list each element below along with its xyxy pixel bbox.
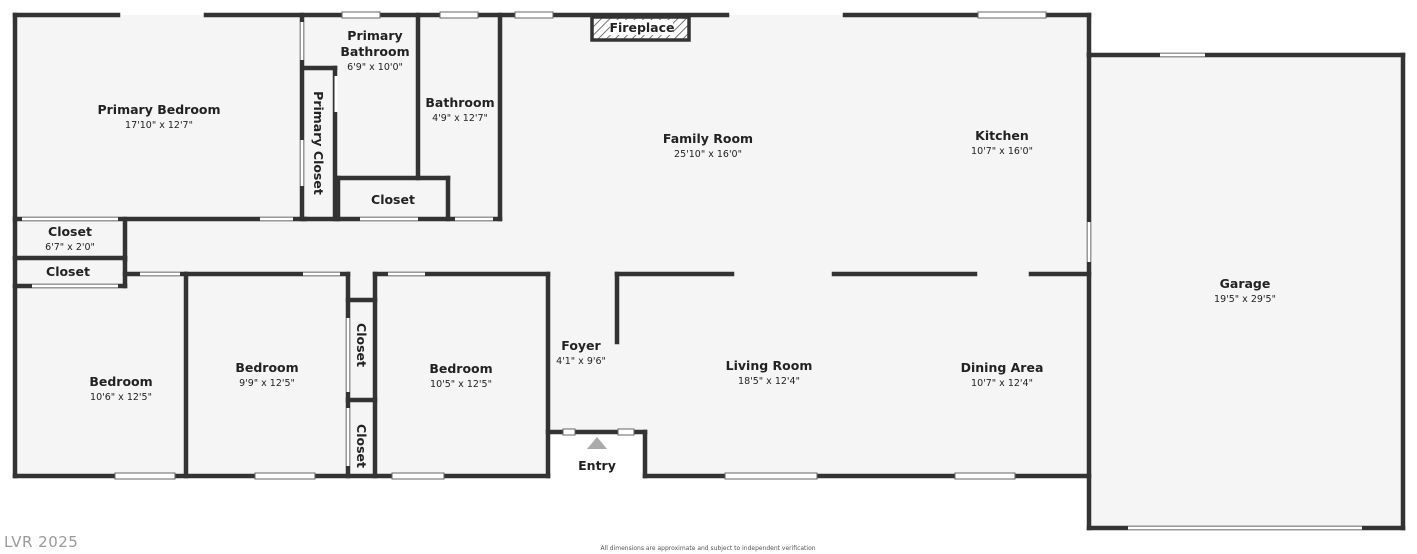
room-name-bedroom-1: Bedroom <box>89 374 152 389</box>
room-name-primary-bathroom-2: Bathroom <box>340 44 409 59</box>
room-name-family-room: Family Room <box>663 131 753 146</box>
window <box>254 472 316 480</box>
door-gaps <box>22 22 1362 530</box>
windows <box>114 11 1047 480</box>
window <box>114 472 176 480</box>
room-name-bedroom-2: Bedroom <box>235 360 298 375</box>
room-name-primary-bathroom-1: Primary <box>347 28 402 43</box>
room-name-entry: Entry <box>578 458 616 473</box>
window <box>562 428 576 436</box>
room-name-closet-a: Closet <box>48 224 92 239</box>
room-name-closet-v1: Closet <box>354 323 369 367</box>
room-dims-dining-area: 10'7" x 12'4" <box>971 378 1033 389</box>
room-dims-primary-bedroom: 17'10" x 12'7" <box>125 120 193 131</box>
window <box>724 472 818 480</box>
fireplace-label-bg <box>610 20 673 35</box>
room-name-closet-b: Closet <box>46 264 90 279</box>
disclaimer: All dimensions are approximate and subje… <box>600 545 815 552</box>
watermark: LVR 2025 <box>4 533 78 551</box>
room-name-living-room: Living Room <box>726 358 813 373</box>
room-name-hall-closet: Closet <box>371 192 415 207</box>
window <box>954 472 1016 480</box>
room-dims-bedroom-1: 10'6" x 12'5" <box>90 392 152 403</box>
room-dims-closet-a: 6'7" x 2'0" <box>45 242 95 253</box>
room-dims-kitchen: 10'7" x 16'0" <box>971 146 1033 157</box>
room-dims-bathroom: 4'9" x 12'7" <box>432 113 488 124</box>
room-name-bathroom: Bathroom <box>425 95 494 110</box>
room-dims-family-room: 25'10" x 16'0" <box>674 149 742 160</box>
window <box>341 11 381 19</box>
room-name-primary-closet: Primary Closet <box>311 91 326 195</box>
room-dims-bedroom-2: 9'9" x 12'5" <box>239 378 295 389</box>
window <box>439 11 479 19</box>
window <box>617 428 635 436</box>
window <box>977 11 1047 19</box>
room-name-kitchen: Kitchen <box>975 128 1029 143</box>
room-name-primary-bedroom: Primary Bedroom <box>97 102 220 117</box>
entry-arrow-icon <box>587 437 607 449</box>
room-name-dining-area: Dining Area <box>961 360 1044 375</box>
room-name-closet-v2: Closet <box>354 424 369 468</box>
floor-area <box>15 15 1403 528</box>
room-dims-primary-bathroom: 6'9" x 10'0" <box>347 62 403 73</box>
room-name-garage: Garage <box>1220 276 1271 291</box>
fireplace-label: Fireplace <box>609 20 674 35</box>
window <box>391 472 445 480</box>
room-name-bedroom-3: Bedroom <box>429 361 492 376</box>
window <box>514 11 554 19</box>
room-dims-living-room: 18'5" x 12'4" <box>738 376 800 387</box>
room-dims-garage: 19'5" x 29'5" <box>1214 294 1276 305</box>
room-name-foyer: Foyer <box>561 338 601 353</box>
room-labels: Primary Bedroom 17'10" x 12'7" Primary B… <box>45 28 1276 473</box>
room-dims-bedroom-3: 10'5" x 12'5" <box>430 379 492 390</box>
room-dims-foyer: 4'1" x 9'6" <box>556 356 606 367</box>
